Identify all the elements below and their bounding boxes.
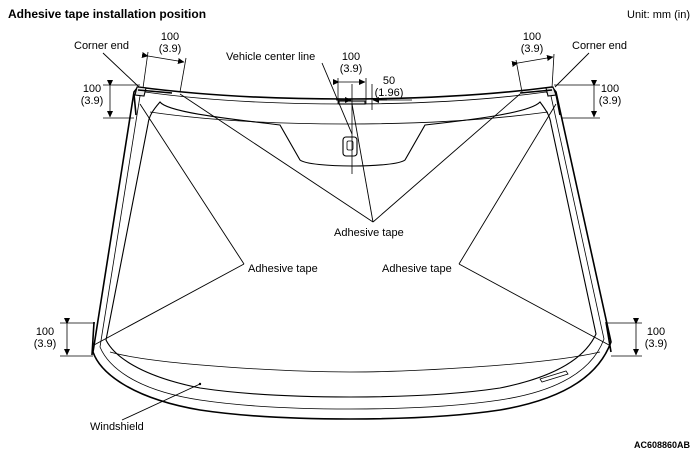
callout-vehicle-center-line: Vehicle center line	[226, 51, 353, 135]
callout-adhesive-tape-center: Adhesive tape	[179, 93, 521, 239]
tape-marks	[91, 89, 612, 356]
tape-top-left-corner	[134, 86, 147, 97]
mirror-mount	[342, 136, 358, 157]
callout-corner-end-left: Corner end	[74, 40, 140, 88]
dim-lower-left-vertical: 100 (3.9)	[34, 318, 95, 357]
dim-center-100-inch: (3.9)	[340, 63, 363, 75]
dim-center-100-value: 100	[342, 51, 360, 63]
callout-adhesive-tape-left: Adhesive tape	[93, 103, 318, 346]
windshield-label: Windshield	[90, 421, 144, 433]
dim-center-50-value: 50	[383, 75, 395, 87]
callout-windshield: Windshield	[90, 382, 202, 433]
glass-mark	[539, 370, 569, 383]
dim-lower-right-vertical: 100 (3.9)	[606, 318, 668, 357]
corner-end-right-label: Corner end	[572, 40, 627, 52]
dim-lower-right-vertical-value: 100	[647, 326, 665, 338]
dim-top-right-horizontal: 100 (3.9)	[511, 31, 555, 93]
dim-center-50: 50 (1.96)	[336, 75, 412, 103]
dim-top-right-horizontal-value: 100	[523, 31, 541, 43]
dim-lower-left-vertical-value: 100	[36, 326, 54, 338]
figure-code: AC608860AB	[634, 440, 691, 450]
callout-corner-end-right: Corner end	[554, 40, 627, 88]
dim-center-100: 100 (3.9)	[333, 51, 367, 104]
dim-top-right-vertical-inch: (3.9)	[599, 95, 622, 107]
dim-top-left-horizontal: 100 (3.9)	[141, 31, 187, 93]
callout-adhesive-tape-right: Adhesive tape	[382, 103, 610, 346]
dim-top-left-vertical-value: 100	[83, 83, 101, 95]
dim-top-left-vertical: 100 (3.9)	[81, 80, 140, 119]
dim-top-left-vertical-inch: (3.9)	[81, 95, 104, 107]
tape-top-right-corner	[545, 86, 557, 97]
diagram-title: Adhesive tape installation position	[8, 7, 206, 21]
dim-top-left-horizontal-inch: (3.9)	[159, 43, 182, 55]
dim-center-50-inch: (1.96)	[375, 87, 404, 99]
corner-end-left-label: Corner end	[74, 40, 129, 52]
dim-top-right-vertical: 100 (3.9)	[554, 80, 622, 119]
dim-top-right-vertical-value: 100	[601, 83, 619, 95]
dim-top-right-horizontal-inch: (3.9)	[521, 43, 544, 55]
adhesive-tape-left-label: Adhesive tape	[248, 263, 318, 275]
vehicle-center-line-label: Vehicle center line	[226, 51, 315, 63]
unit-label: Unit: mm (in)	[627, 9, 690, 21]
dim-lower-right-vertical-inch: (3.9)	[645, 338, 668, 350]
adhesive-tape-center-label: Adhesive tape	[334, 227, 404, 239]
dim-top-left-horizontal-value: 100	[161, 31, 179, 43]
dim-lower-left-vertical-inch: (3.9)	[34, 338, 57, 350]
adhesive-tape-right-label: Adhesive tape	[382, 263, 452, 275]
